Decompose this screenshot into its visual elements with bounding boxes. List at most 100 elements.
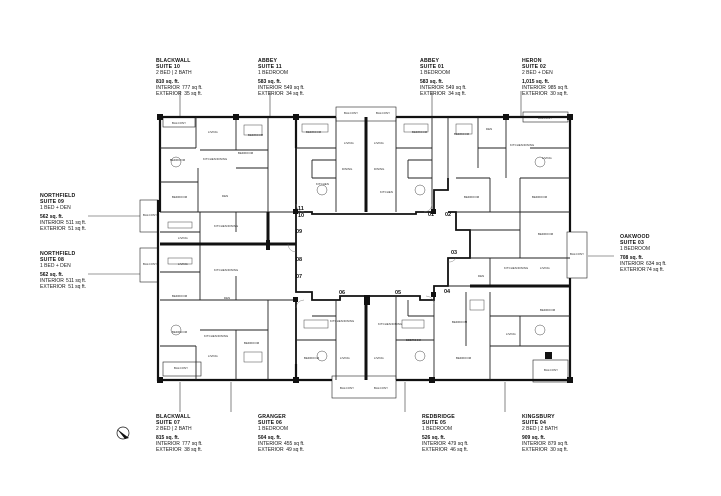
interior-value: 511 sq ft. — [66, 278, 87, 284]
room-label: BEDROOM — [306, 130, 322, 134]
exterior-value: 51 sq ft. — [68, 284, 86, 290]
interior-value: 634 sq ft. — [646, 261, 667, 267]
room-label: DEN — [224, 296, 231, 300]
room-label: BALCONY — [143, 213, 158, 217]
interior-label: INTERIOR — [156, 441, 180, 447]
exterior-label: EXTERIOR — [156, 91, 182, 97]
room-label: BEDROOM — [464, 195, 480, 199]
north-arrow-icon — [116, 426, 130, 440]
suite-type: 2 BED | 2 BATH — [156, 70, 192, 76]
interior-value: 479 sq ft. — [448, 441, 469, 447]
exterior-label: EXTERIOR — [522, 447, 548, 453]
room-label: KITCHEN/DINING — [378, 322, 403, 326]
exterior-label: EXTERIOR — [522, 91, 548, 97]
suite-number: SUITE 01 — [420, 64, 445, 70]
suite-number: SUITE 07 — [156, 420, 181, 426]
suite-type: 1 BEDROOM — [422, 426, 453, 432]
room-label: DINING — [342, 167, 353, 171]
suite-type: 1 BEDROOM — [258, 70, 289, 76]
suite-area: 1,015 sq. ft. — [522, 79, 550, 85]
exterior-label: EXTERIOR — [156, 447, 182, 453]
suite-area: 583 sq. ft. — [258, 79, 282, 85]
room-label: LIVING — [208, 130, 218, 134]
room-label: BEDROOM — [406, 338, 422, 342]
suite-name: ABBEY — [258, 58, 278, 64]
room-label: BALCONY — [340, 386, 355, 390]
columns — [157, 114, 573, 383]
room-label: BEDROOM — [532, 195, 548, 199]
suite-type: 1 BEDROOM — [620, 246, 651, 252]
suite-label-northfield-08: NORTHFIELD SUITE 08 1 BED + DEN 562 sq. … — [40, 251, 86, 290]
exterior-label: EXTERIOR — [620, 267, 646, 273]
room-label: BEDROOM — [244, 341, 260, 345]
suite-area: 810 sq. ft. — [156, 79, 180, 85]
room-label: BEDROOM — [456, 356, 472, 360]
room-label: LIVING — [340, 356, 350, 360]
suite-name: BLACKWALL — [156, 58, 191, 64]
suite-number-08: 08 — [296, 257, 303, 263]
suite-label-blackwall-07: BLACKWALL SUITE 07 2 BED | 2 BATH 815 sq… — [156, 414, 203, 453]
interior-label: INTERIOR — [522, 441, 546, 447]
room-label: BEDROOM — [304, 356, 320, 360]
leader-lines — [88, 91, 614, 412]
suite-name: BLACKWALL — [156, 414, 191, 420]
exterior-label: EXTERIOR — [258, 91, 284, 97]
exterior-value: 74 sq ft. — [646, 267, 664, 273]
suite-type: 2 BED + DEN — [522, 70, 553, 76]
room-label: BEDROOM — [538, 232, 554, 236]
interior-label: INTERIOR — [40, 278, 64, 284]
exterior-value: 30 sq ft. — [550, 447, 568, 453]
room-label: BALCONY — [374, 386, 389, 390]
interior-label: INTERIOR — [156, 85, 180, 91]
room-label: KITCHEN — [316, 182, 329, 186]
room-label: KITCHEN/DINING — [330, 319, 355, 323]
exterior-value: 38 sq ft. — [184, 447, 202, 453]
suite-number-01: 01 — [428, 212, 435, 218]
room-label: LIVING — [178, 236, 188, 240]
room-label: KITCHEN/DINING — [214, 268, 239, 272]
demising-walls — [160, 117, 570, 380]
interior-value: 549 sq ft. — [446, 85, 467, 91]
suite-area: 562 sq. ft. — [40, 214, 64, 220]
suite-label-redbridge-05: REDBRIDGE SUITE 05 1 BEDROOM 526 sq. ft.… — [422, 414, 469, 453]
room-label: DINING — [374, 167, 385, 171]
room-label: BALCONY — [544, 368, 559, 372]
exterior-label: EXTERIOR — [258, 447, 284, 453]
room-label: KITCHEN/DINING — [504, 266, 529, 270]
suite-number-10: 10 — [298, 213, 305, 219]
room-label: LIVING — [374, 141, 384, 145]
suite-label-abbey-11: ABBEY SUITE 11 1 BEDROOM 583 sq. ft. INT… — [258, 58, 305, 97]
suite-type: 2 BED | 2 BATH — [522, 426, 558, 432]
suite-name: REDBRIDGE — [422, 414, 455, 420]
suite-type: 1 BED + DEN — [40, 263, 71, 269]
suite-number-04: 04 — [444, 289, 451, 295]
room-label: DEN — [222, 194, 229, 198]
room-label: DEN — [478, 274, 485, 278]
suite-label-blackwall-10: BLACKWALL SUITE 10 2 BED | 2 BATH 810 sq… — [156, 58, 203, 97]
suite-number-03: 03 — [451, 250, 458, 256]
room-label: KITCHEN/DINING — [510, 143, 535, 147]
exterior-label: EXTERIOR — [40, 226, 66, 232]
suite-area: 815 sq. ft. — [156, 435, 180, 441]
room-label: KITCHEN — [380, 190, 393, 194]
interior-label: INTERIOR — [40, 220, 64, 226]
suite-name: GRANGER — [258, 414, 286, 420]
suite-number-11: 11 — [298, 206, 304, 212]
room-label: BEDROOM — [172, 195, 188, 199]
room-label: BALCONY — [344, 111, 359, 115]
suite-label-heron-02: HERON SUITE 02 2 BED + DEN 1,015 sq. ft.… — [522, 58, 569, 97]
suite-number: SUITE 06 — [258, 420, 283, 426]
room-label: KITCHEN/DINING — [214, 224, 239, 228]
suite-label-northfield-09: NORTHFIELD SUITE 09 1 BED + DEN 562 sq. … — [40, 193, 86, 232]
